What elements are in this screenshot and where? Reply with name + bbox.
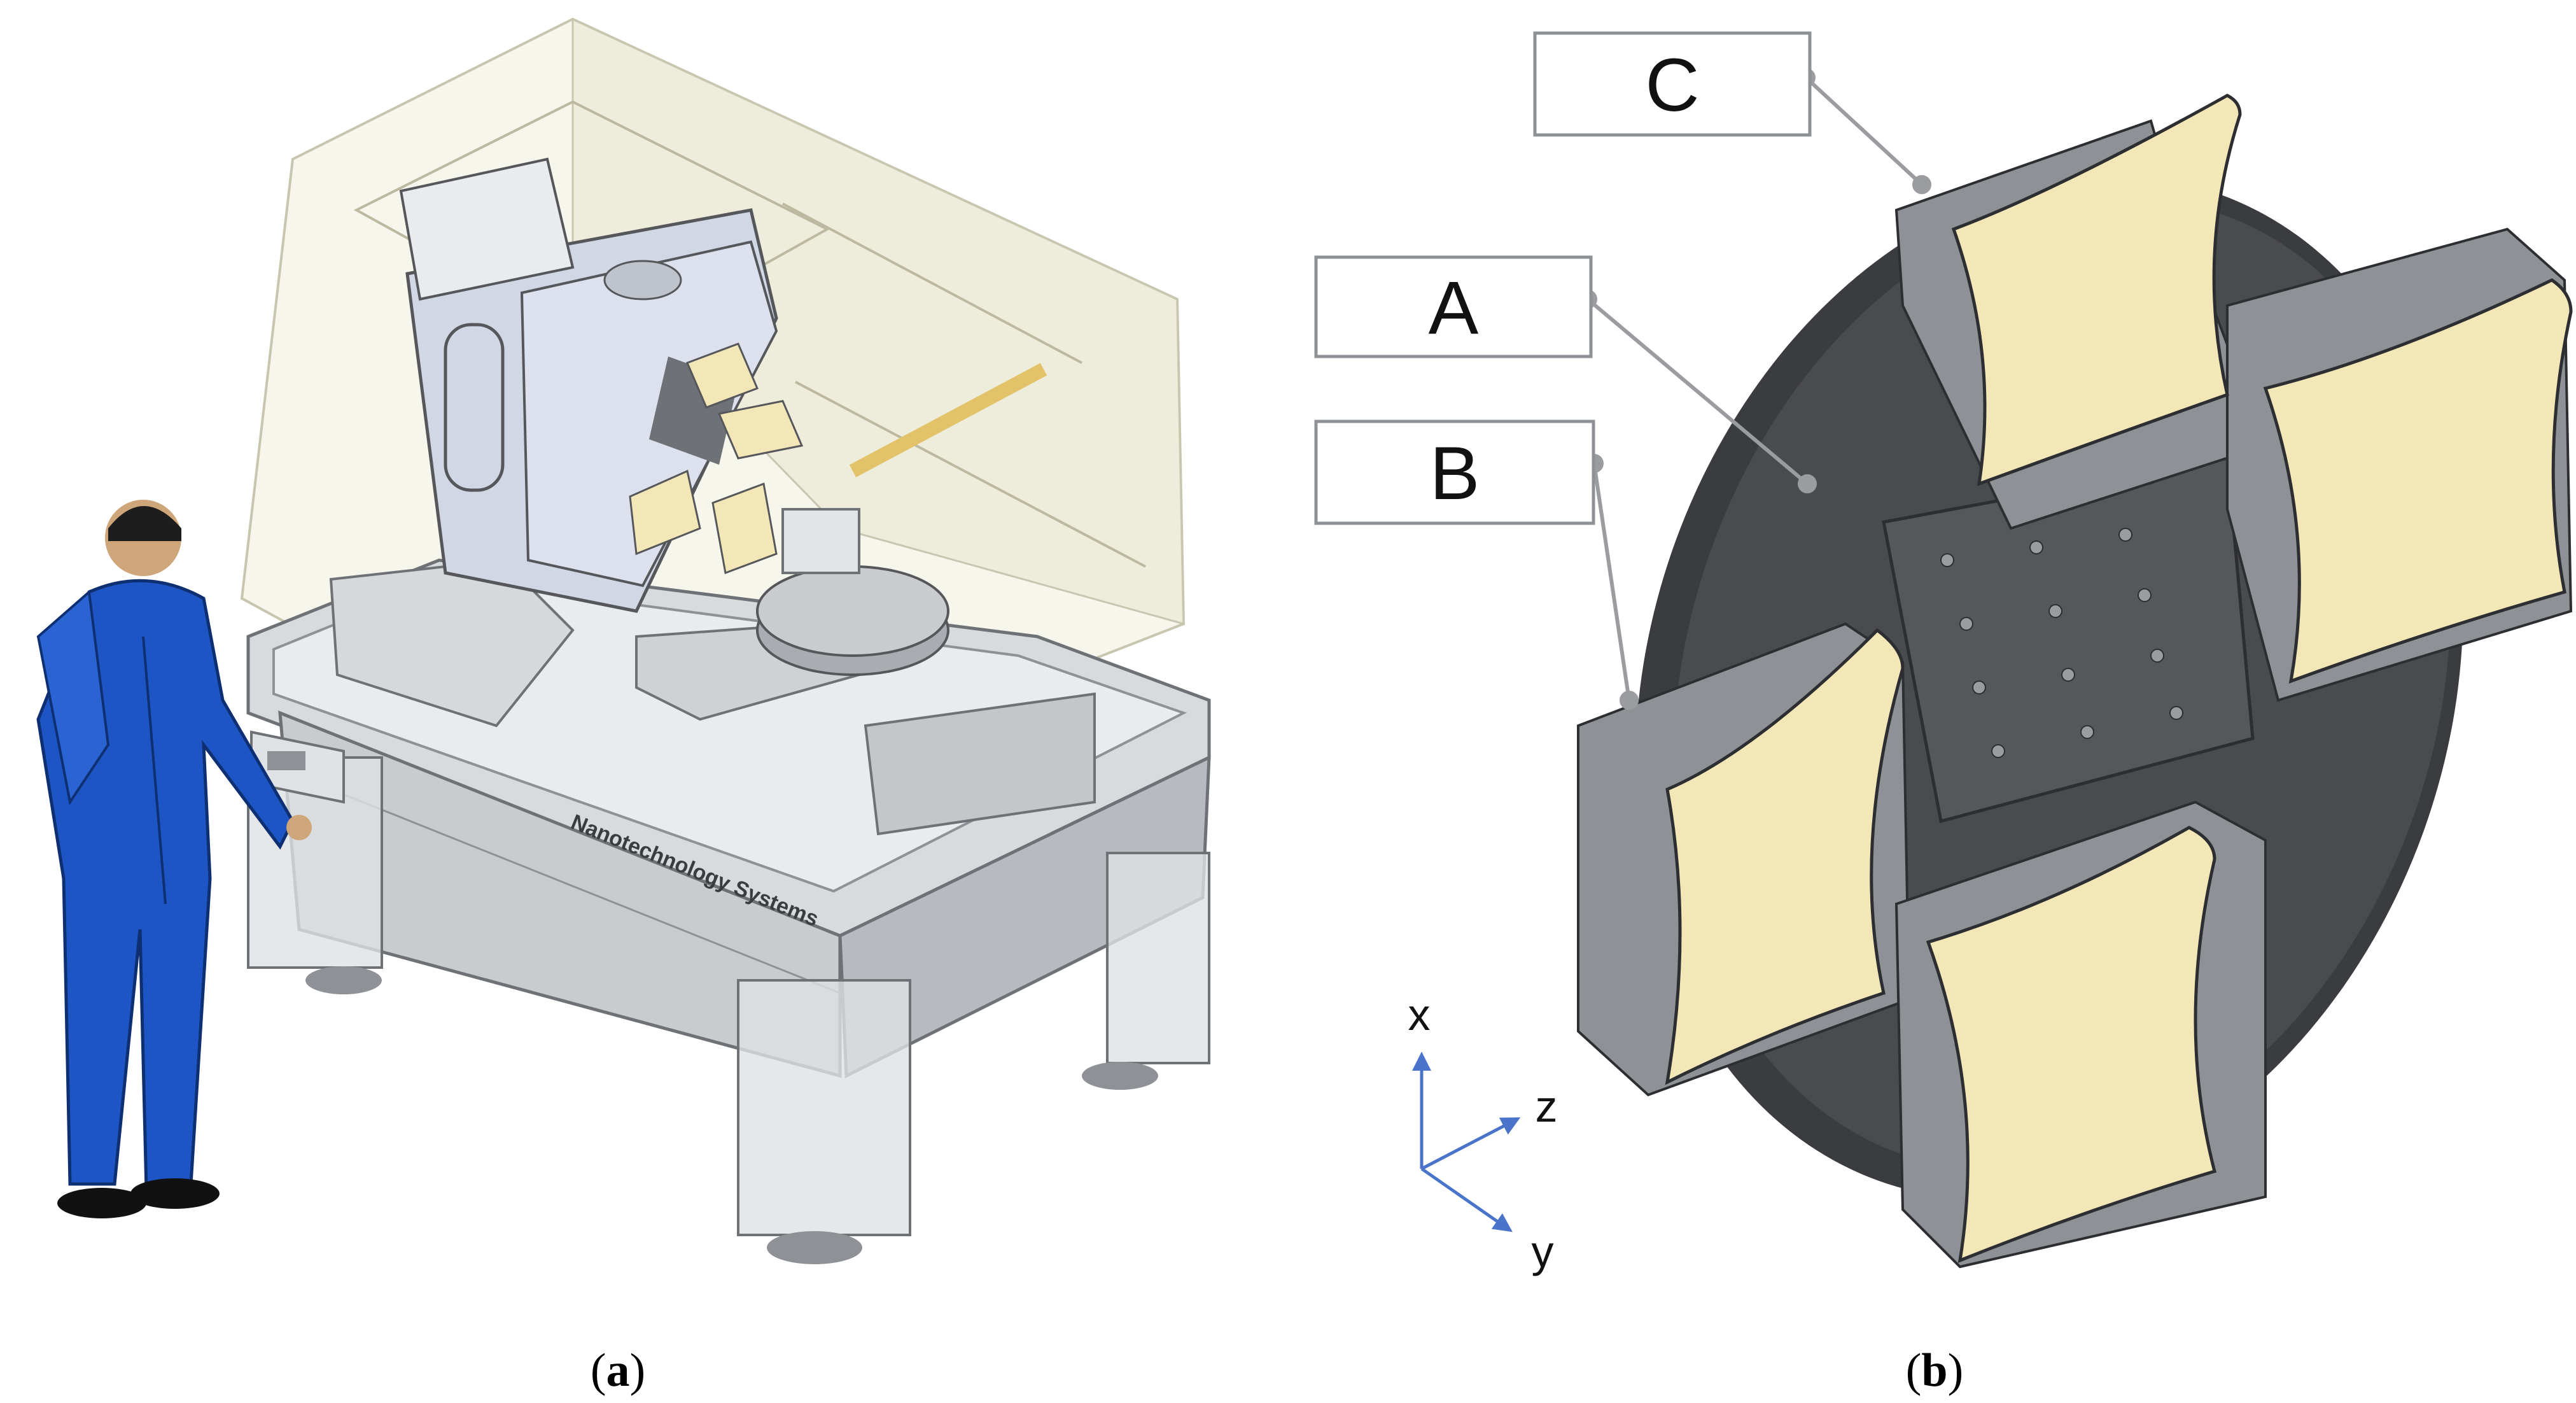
rotary-table	[756, 508, 949, 676]
axis-z-arrow	[1420, 1117, 1521, 1171]
cross-tool-small	[629, 342, 804, 575]
panel-b: C A B x z y (b)	[1314, 31, 2573, 1397]
axis-label-y: y	[1532, 1227, 1554, 1276]
caption-b: (b)	[1906, 1344, 1963, 1397]
callout-box-b: B	[1314, 419, 1595, 525]
axis-triad: x z y	[1408, 990, 1558, 1276]
panel-a: Nanotechnology Systems (a)	[36, 17, 1211, 1397]
callout-label-a: A	[1429, 266, 1479, 350]
callout-box-a: A	[1314, 255, 1593, 358]
polishing-pads	[1665, 94, 2573, 1263]
axis-label-z: z	[1536, 1082, 1558, 1131]
callout-label-c: C	[1645, 43, 1699, 127]
caption-a: (a)	[591, 1344, 645, 1397]
pad-left	[1665, 628, 1905, 1085]
pad-top	[1951, 94, 2242, 486]
axis-label-x: x	[1408, 990, 1431, 1040]
axis-y-arrow	[1420, 1167, 1513, 1232]
pad-bottom	[1926, 826, 2217, 1263]
operator-figure	[36, 500, 312, 1218]
feed-screw	[849, 363, 1047, 477]
pad-right	[2263, 278, 2573, 684]
callout-box-c: C	[1533, 31, 1812, 137]
cross-plate	[1882, 456, 2255, 824]
callout-label-b: B	[1430, 432, 1480, 516]
